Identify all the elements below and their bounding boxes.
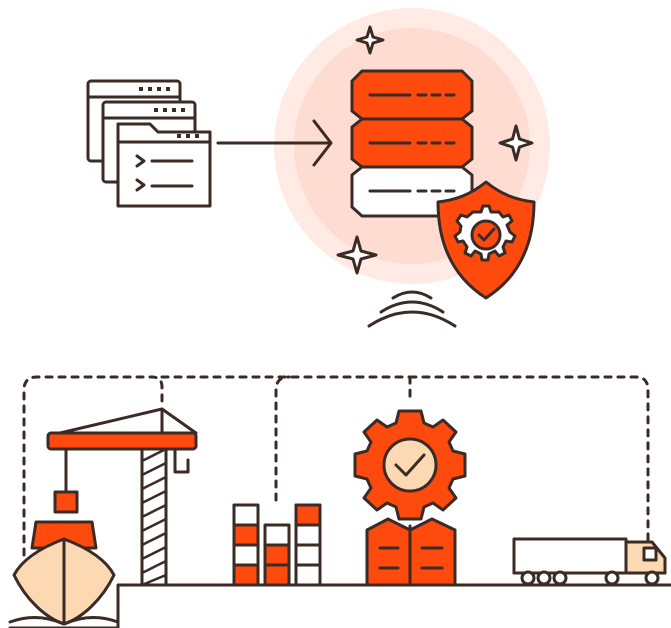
gear-check-icon [353,409,467,521]
wireless-signal-icon [367,290,457,328]
container-stacks-icon [232,503,322,587]
cargo-ship-icon [8,520,120,626]
truck-icon [512,537,667,586]
port-crane-icon [46,407,198,587]
pier-ground [8,583,671,628]
sparkle-icon [498,124,534,162]
sparkle-icon [336,235,378,275]
database-server-icon [350,69,474,218]
security-shield-icon [436,180,536,300]
sparkle-icon [355,25,385,55]
arrow-right-icon [216,119,333,167]
file-stack-icon [86,79,212,208]
network-dashed-links [22,375,650,557]
warehouse-icon [365,517,457,587]
